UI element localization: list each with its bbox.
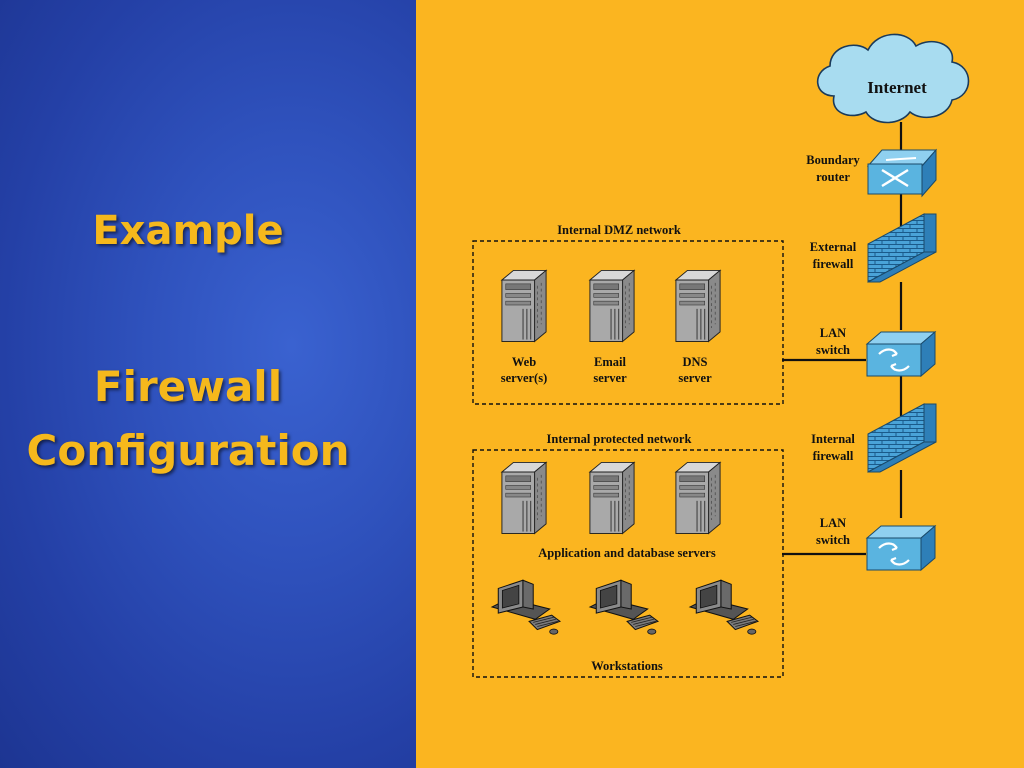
slide-title-example: Example (92, 208, 284, 254)
dns-server-label-1: DNS (682, 355, 707, 369)
lan-switch-1-label-1: LAN (820, 326, 846, 340)
email-server-label-2: server (593, 371, 627, 385)
workstations-label: Workstations (591, 659, 663, 673)
boundary-router-label-1: Boundary (806, 153, 860, 167)
external-firewall: External firewall (810, 213, 937, 283)
internal-firewall-label-2: firewall (813, 449, 854, 463)
dmz-network-title: Internal DMZ network (557, 223, 681, 237)
lan-switch-1: LAN switch (816, 326, 937, 378)
connection-lines (782, 122, 903, 556)
app-server-icon-2 (589, 461, 635, 534)
dns-server-icon (675, 269, 721, 342)
web-server-label-2: server(s) (501, 371, 548, 385)
workstation-icon-3 (689, 579, 759, 635)
boundary-router-label-2: router (816, 170, 850, 184)
web-server-label-1: Web (512, 355, 536, 369)
internal-firewall-label-1: Internal (811, 432, 855, 446)
slide-title-firewall: Firewall (93, 362, 283, 411)
external-firewall-label-1: External (810, 240, 857, 254)
slide-title-configuration: Configuration (26, 426, 350, 475)
protected-network-title: Internal protected network (547, 432, 692, 446)
network-diagram: Internet Boundary router External firewa… (472, 33, 970, 678)
internet-cloud: Internet (816, 33, 970, 124)
lan-switch-2-label-1: LAN (820, 516, 846, 530)
lan-switch-1-label-2: switch (816, 343, 850, 357)
app-servers-label: Application and database servers (538, 546, 716, 560)
web-server-icon (501, 269, 547, 342)
lan-switch-2: LAN switch (816, 516, 937, 572)
dns-server-label-2: server (678, 371, 712, 385)
internal-firewall: Internal firewall (811, 403, 937, 473)
lan-switch-2-label-2: switch (816, 533, 850, 547)
right-panel (416, 0, 1024, 768)
internet-label: Internet (867, 78, 927, 97)
email-server-icon (589, 269, 635, 342)
boundary-router: Boundary router (806, 148, 938, 198)
left-panel: Example Firewall Configuration (0, 0, 416, 768)
dmz-network: Internal DMZ network Web server(s) Email… (472, 223, 784, 405)
db-server-icon (675, 461, 721, 534)
workstation-icon-2 (589, 579, 659, 635)
app-server-icon-1 (501, 461, 547, 534)
workstation-icon-1 (491, 579, 561, 635)
external-firewall-label-2: firewall (813, 257, 854, 271)
email-server-label-1: Email (594, 355, 626, 369)
protected-network: Internal protected network Application a… (472, 432, 784, 678)
